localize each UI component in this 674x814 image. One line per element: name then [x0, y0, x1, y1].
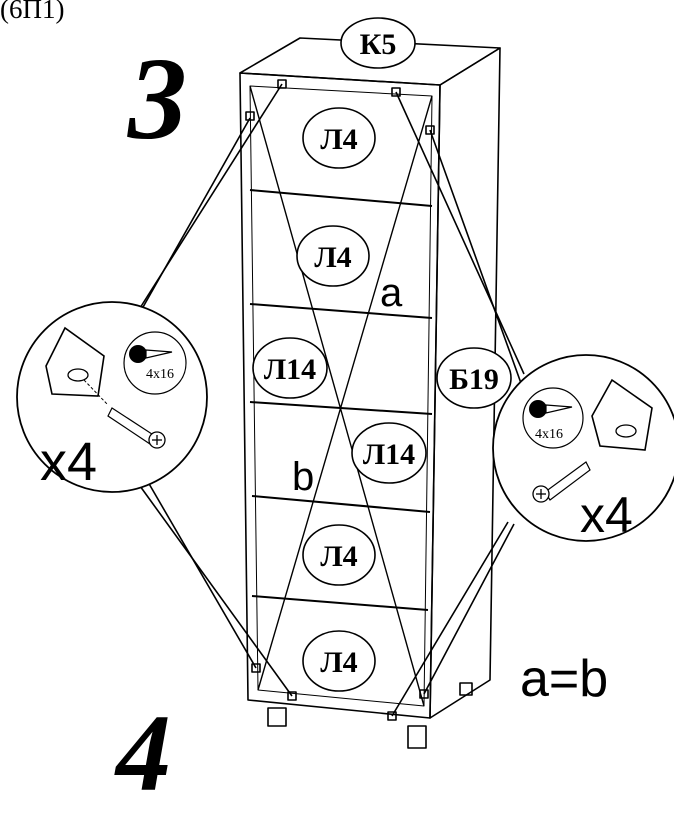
panel-label-shelf-1: Л4 — [320, 123, 357, 156]
cabinet-leg — [267, 707, 287, 727]
bracket-icon — [391, 87, 401, 97]
assembly-diagram: К5 Л4 Л4 Л14 Л14 Л4 Л4 Б19 a b a=b 4x16 … — [16, 17, 674, 749]
shelf-line — [251, 595, 429, 611]
leader-line — [391, 521, 509, 717]
cabinet-leg — [407, 725, 427, 749]
panel-label-shelf-3: Л14 — [264, 353, 316, 386]
bracket-icon — [251, 663, 261, 673]
bracket-icon — [387, 711, 397, 721]
screw-icon — [544, 461, 591, 501]
panel-label-shelf-6: Л4 — [320, 646, 357, 679]
shelf-line — [249, 189, 433, 207]
label-oval-top — [340, 17, 416, 69]
panel-label-top: К5 — [360, 28, 397, 61]
leader-line — [147, 481, 257, 669]
label-oval-shelf-5 — [302, 524, 376, 586]
step-number-current: 3 — [128, 33, 187, 164]
screw-size-right: 4x16 — [535, 427, 563, 442]
diagonal-a-label: a — [380, 271, 403, 315]
hardware-detail-right — [492, 354, 674, 542]
bracket-icon — [425, 125, 435, 135]
leader-line — [395, 91, 525, 375]
leader-line — [137, 117, 251, 317]
diagonal-b — [257, 95, 433, 691]
corner-bracket-icon — [591, 378, 653, 451]
diagonal-b-label: b — [292, 455, 314, 499]
cabinet-leg — [459, 682, 473, 696]
bracket-icon — [245, 111, 255, 121]
header-code: (6П1) — [0, 0, 65, 24]
diagonal-a — [249, 85, 425, 707]
bracket-icon — [277, 79, 287, 89]
label-oval-shelf-2 — [296, 225, 370, 287]
leader-line — [139, 485, 293, 697]
leader-line — [429, 129, 523, 387]
bracket-icon — [287, 691, 297, 701]
panel-label-shelf-5: Л4 — [320, 540, 357, 573]
quantity-left: x4 — [40, 432, 97, 492]
panel-label-side: Б19 — [449, 363, 499, 396]
screw-size-left: 4x16 — [146, 367, 174, 382]
label-oval-shelf-1 — [302, 107, 376, 169]
leader-line — [423, 523, 515, 695]
quantity-right: x4 — [580, 487, 633, 543]
diagonal-check-text: a=b — [520, 650, 608, 708]
cabinet-front-frame — [239, 72, 441, 719]
label-oval-side — [436, 347, 512, 409]
label-oval-shelf-3 — [252, 337, 328, 399]
panel-label-shelf-4: Л14 — [363, 438, 415, 471]
shelf-line — [251, 495, 431, 513]
label-oval-shelf-4 — [351, 422, 427, 484]
corner-bracket-icon — [45, 326, 105, 397]
panel-label-shelf-2: Л4 — [314, 241, 351, 274]
hardware-detail-left — [16, 301, 208, 493]
screw-head-icon — [129, 345, 147, 363]
label-oval-shelf-6 — [302, 630, 376, 692]
shelf-line — [249, 303, 433, 319]
screw-head-icon — [529, 400, 547, 418]
